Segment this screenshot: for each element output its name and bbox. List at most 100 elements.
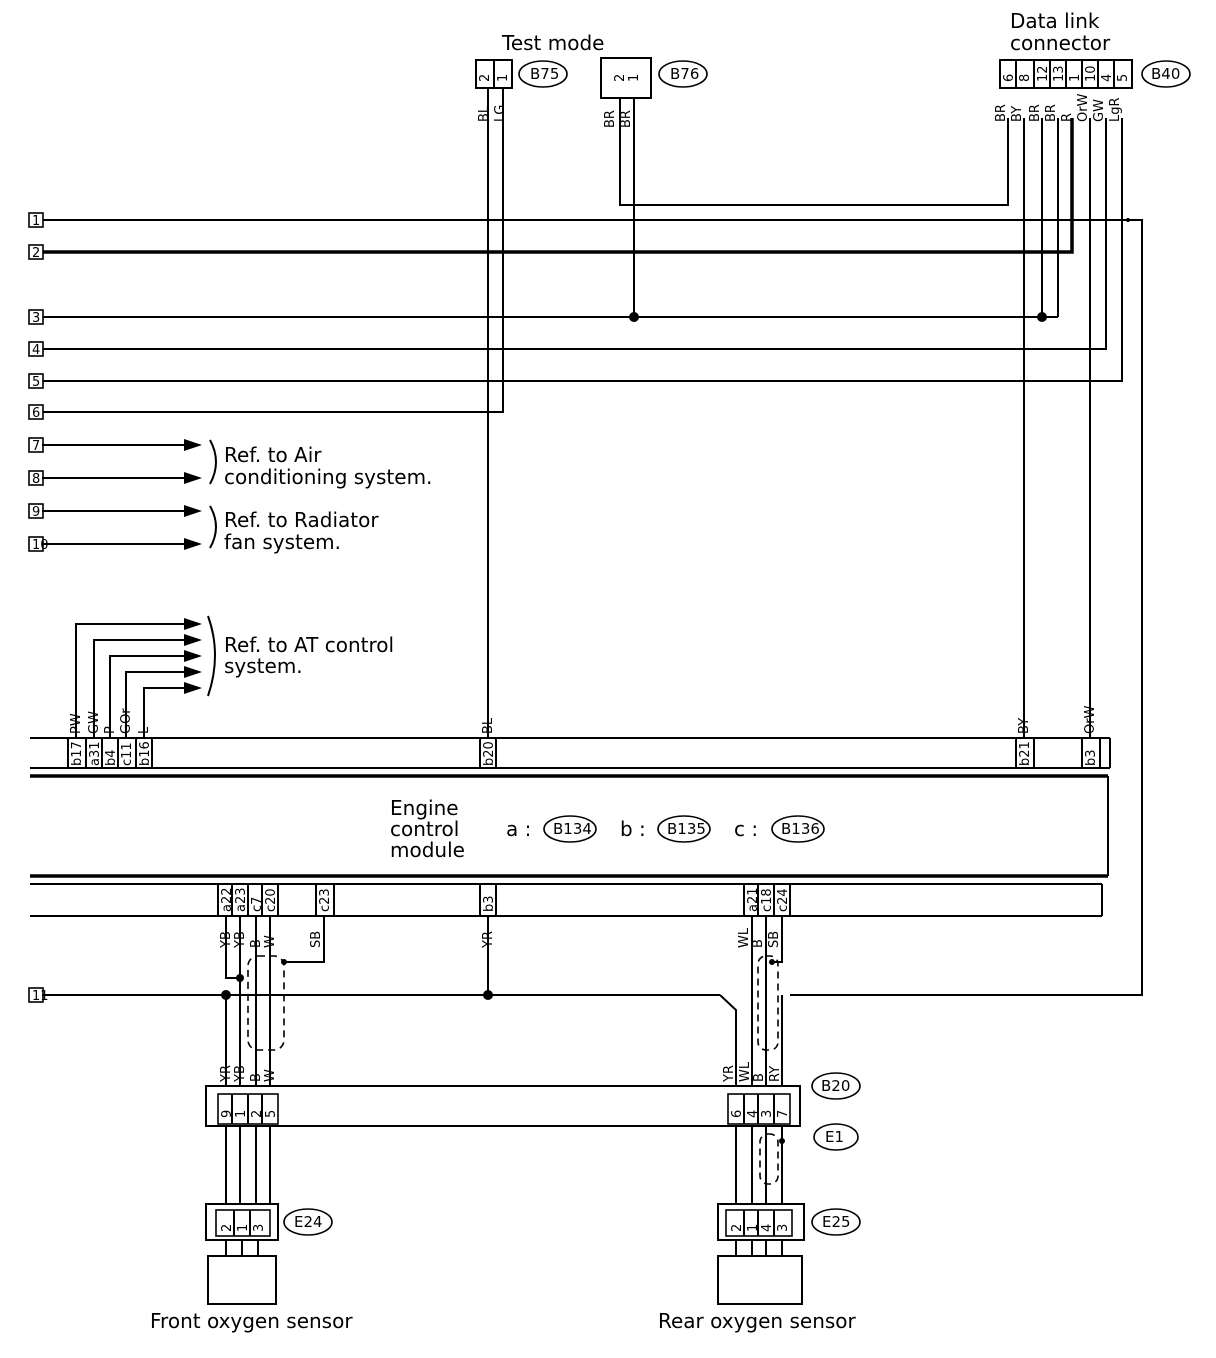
engine-control-module: Engine control module a : B134 b : B135 … (30, 737, 1111, 917)
b40-pin: 12 (1036, 65, 1051, 82)
ecm-pin: c11 (120, 742, 135, 766)
svg-text:B134: B134 (553, 820, 592, 838)
b40-wire-color: R (1060, 113, 1075, 122)
ecm-wire-color: OrW (1083, 705, 1098, 734)
ecm-wire-color: B (751, 939, 766, 948)
svg-text:Ref. to AT control: Ref. to AT control (224, 633, 394, 657)
svg-text:1: 1 (627, 74, 642, 82)
ecm-pin: b4 (104, 749, 119, 766)
ecm-pin: b3 (1084, 749, 1099, 766)
b40-pin: 4 (1100, 74, 1115, 82)
terminal-number: 11 (32, 989, 49, 1004)
svg-text:Ref. to Air: Ref. to Air (224, 443, 322, 467)
terminal-box (28, 341, 44, 357)
b40-wire-color: BR (1028, 104, 1043, 122)
e1-pin: 6 (730, 1110, 745, 1118)
at-control-wires (75, 615, 216, 738)
svg-text:BR: BR (603, 110, 618, 128)
terminal-number: 10 (32, 538, 49, 553)
ecm-wire-color: GW (87, 711, 102, 734)
terminal-box (28, 212, 44, 228)
svg-text:LG: LG (493, 105, 508, 122)
e1-pin: 9 (220, 1110, 235, 1118)
svg-text:B20: B20 (821, 1077, 850, 1095)
b40-pin: 8 (1018, 74, 1033, 82)
e25-pin: 1 (746, 1224, 761, 1232)
ecm-pin: b3 (482, 895, 497, 912)
e1-wire-color: B (752, 1073, 767, 1082)
terminal-number: 2 (32, 246, 40, 261)
svg-text:2: 2 (478, 74, 493, 82)
test-mode-label: Test mode (501, 31, 604, 55)
svg-text:c :: c : (734, 817, 758, 841)
connector-b75: 2 1 B75 BL LG (475, 59, 568, 122)
terminal-number: 6 (32, 406, 40, 421)
ref-air-conditioning: Ref. to Air conditioning system. (224, 443, 432, 489)
terminal-number: 8 (32, 472, 40, 487)
e1-wire-color: YB (233, 1065, 248, 1083)
svg-text:a :: a : (506, 817, 531, 841)
e24-pin: 1 (236, 1224, 251, 1232)
ecm-wire-color: BL (481, 717, 496, 734)
svg-text:2: 2 (613, 74, 628, 82)
ecm-wire-color: BY (1017, 718, 1032, 734)
svg-text:E24: E24 (294, 1213, 323, 1231)
svg-text:B76: B76 (670, 65, 699, 83)
e25-pin: 2 (730, 1224, 745, 1232)
terminal-box (28, 373, 44, 389)
terminal-box (28, 404, 44, 420)
svg-text:conditioning system.: conditioning system. (224, 465, 432, 489)
ref-radiator-fan: Ref. to Radiator fan system. (224, 508, 379, 554)
ecm-pin: c18 (760, 888, 775, 912)
b40-wire-color: LgR (1108, 97, 1123, 122)
svg-text:Engine: Engine (390, 796, 459, 820)
svg-text:control: control (390, 817, 459, 841)
svg-text:Ref. to Radiator: Ref. to Radiator (224, 508, 379, 532)
svg-text:system.: system. (224, 654, 303, 678)
ecm-wire-color: L (137, 726, 152, 734)
e1-wire-color: YR (722, 1065, 737, 1083)
svg-text:1: 1 (496, 74, 511, 82)
svg-text:Front oxygen sensor: Front oxygen sensor (150, 1309, 353, 1333)
wires-top (40, 88, 1143, 996)
ecm-wire-color: WL (737, 927, 752, 948)
terminal-number: 1 (32, 214, 40, 229)
ecm-wire-color: SB (767, 931, 782, 948)
svg-text:connector: connector (1010, 31, 1111, 55)
b40-pin: 5 (1116, 74, 1131, 82)
b40-pin: 1 (1068, 74, 1083, 82)
svg-text:Test mode: Test mode (501, 31, 604, 55)
svg-text:B135: B135 (667, 820, 706, 838)
ecm-pin: b20 (482, 741, 497, 766)
ecm-pin: a31 (88, 741, 103, 766)
svg-text:Rear oxygen sensor: Rear oxygen sensor (658, 1309, 857, 1333)
b40-wire-color: OrW (1076, 93, 1091, 122)
e24-pin: 2 (220, 1224, 235, 1232)
svg-text:B75: B75 (530, 65, 559, 83)
svg-text:E25: E25 (822, 1213, 851, 1231)
b40-pin: 13 (1052, 65, 1067, 82)
connector-b76: 2 1 B76 BR BR (600, 57, 708, 128)
svg-text:BL: BL (477, 105, 492, 122)
e1-pin: 5 (264, 1110, 279, 1118)
e1-pin: 4 (746, 1110, 761, 1118)
svg-text:Data link: Data link (1010, 9, 1100, 33)
b40-wire-color: BR (994, 104, 1009, 122)
ecm-wire-color: P (103, 726, 118, 734)
terminal-number: 5 (32, 375, 40, 390)
svg-text:module: module (390, 838, 465, 862)
svg-text:E1: E1 (825, 1128, 844, 1146)
svg-text:B40: B40 (1151, 65, 1180, 83)
ecm-wire-color: PW (69, 713, 84, 734)
e24-pin: 3 (252, 1224, 267, 1232)
ecm-pin: c23 (318, 888, 333, 912)
e25-pin: 4 (760, 1224, 775, 1232)
terminal-number: 7 (32, 439, 40, 454)
b40-wire-color: GW (1092, 99, 1107, 122)
e1-wire-color: W (263, 1069, 278, 1082)
terminal-number: 9 (32, 505, 40, 520)
e1-pin: 3 (760, 1110, 775, 1118)
